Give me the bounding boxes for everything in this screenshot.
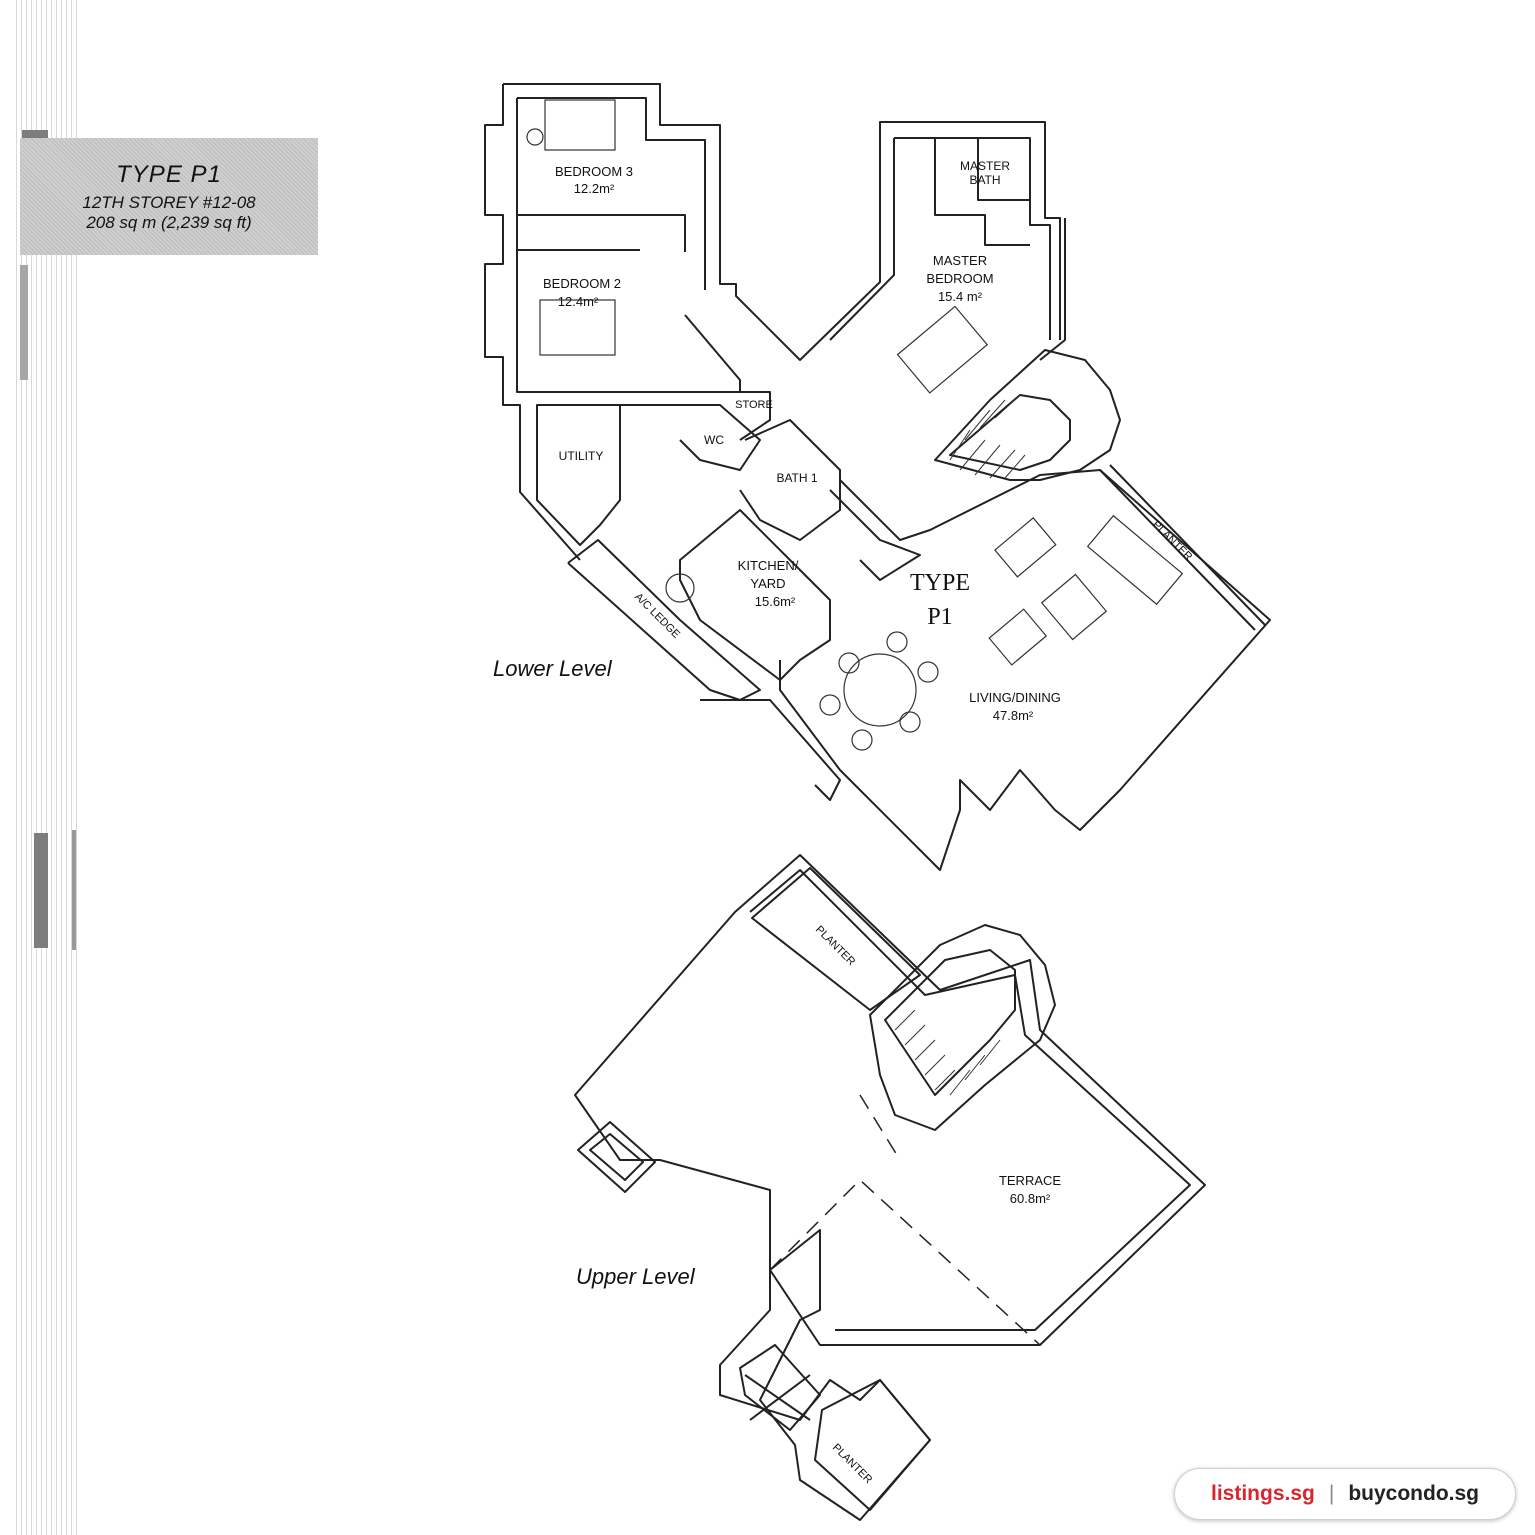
terrace-outline bbox=[574, 854, 1206, 1521]
sink-basin bbox=[526, 128, 544, 146]
room-kitchen-line2: YARD bbox=[750, 576, 785, 591]
armchair bbox=[994, 517, 1057, 578]
chair bbox=[917, 661, 939, 683]
upper-planter-1 bbox=[751, 867, 921, 1011]
stair-lower-outer bbox=[934, 349, 1121, 481]
room-master-bedroom-area: 15.4 m² bbox=[938, 289, 983, 304]
wall-master-bath bbox=[829, 138, 895, 341]
bed-bedroom2 bbox=[539, 299, 616, 356]
wall-bedroom3-south bbox=[517, 214, 686, 252]
wall-bedroom3 bbox=[503, 83, 1061, 361]
wall-ac-ledge bbox=[567, 539, 761, 701]
upper-box-cross2 bbox=[749, 1374, 811, 1421]
badge-separator: | bbox=[1328, 1482, 1335, 1505]
stair-lower-inner bbox=[949, 394, 1071, 471]
wall-master-inner2 bbox=[977, 138, 1030, 201]
chair bbox=[851, 729, 873, 751]
room-planter-lower: PLANTER bbox=[1150, 519, 1194, 563]
room-planter-upper-1: PLANTER bbox=[813, 924, 857, 968]
round-washer bbox=[665, 573, 695, 603]
strip-dark-band bbox=[20, 265, 28, 380]
unit-type: TYPE P1 bbox=[116, 160, 222, 188]
room-terrace-name: TERRACE bbox=[999, 1173, 1061, 1188]
badge-site2[interactable]: buycondo.sg bbox=[1348, 1482, 1479, 1505]
room-bedroom3-area: 12.2m² bbox=[574, 181, 615, 196]
terrace-dashed-1 bbox=[769, 1178, 1041, 1346]
chair bbox=[819, 694, 841, 716]
dining-table bbox=[843, 653, 917, 727]
bed-bedroom3 bbox=[544, 99, 616, 151]
wall-wc bbox=[620, 404, 761, 471]
upper-small-square bbox=[577, 1121, 656, 1193]
room-living-name: LIVING/DINING bbox=[969, 690, 1061, 705]
room-bedroom2-area: 12.4m² bbox=[558, 294, 599, 309]
terrace-inner bbox=[749, 869, 1191, 1331]
upper-planter-2 bbox=[814, 1379, 931, 1511]
chair bbox=[886, 631, 908, 653]
site-badge[interactable]: listings.sg | buycondo.sg bbox=[1174, 1468, 1516, 1520]
terrace-dashed-2 bbox=[859, 1094, 901, 1161]
stair-treads-lower bbox=[949, 394, 1026, 479]
strip-dark-band bbox=[34, 833, 48, 948]
room-kitchen-area: 15.6m² bbox=[755, 594, 796, 609]
wall-living bbox=[779, 469, 1271, 871]
wall-corridor-west bbox=[684, 314, 741, 392]
room-bedroom3-name: BEDROOM 3 bbox=[555, 164, 633, 179]
wall-master-east bbox=[1039, 218, 1066, 361]
room-master-bedroom-line1: MASTER bbox=[933, 253, 987, 268]
strip-dark-band bbox=[72, 830, 76, 950]
chair bbox=[899, 711, 921, 733]
wall-store bbox=[722, 391, 771, 441]
wall-lower-south bbox=[700, 699, 841, 801]
room-master-bath-line1: MASTER bbox=[960, 159, 1010, 173]
sofa bbox=[1086, 514, 1184, 606]
wall-master-bath-inner bbox=[934, 138, 1030, 246]
armchair bbox=[988, 608, 1048, 666]
wall-master bbox=[894, 137, 1051, 340]
upper-small-square-inner bbox=[589, 1133, 644, 1181]
badge-site1[interactable]: listings.sg bbox=[1211, 1482, 1315, 1505]
room-living-area: 47.8m² bbox=[993, 708, 1034, 723]
plan-type-line1: TYPE bbox=[910, 570, 970, 596]
room-terrace-area: 60.8m² bbox=[1010, 1191, 1051, 1206]
upper-box-cross1 bbox=[744, 1374, 811, 1421]
room-master-bath-line2: BATH bbox=[969, 173, 1000, 187]
wall-kitchen-yard bbox=[829, 489, 921, 581]
room-bedroom2-name: BEDROOM 2 bbox=[543, 276, 621, 291]
wall-planter bbox=[1099, 469, 1256, 631]
wall-planter-inner bbox=[1109, 464, 1266, 626]
chair bbox=[838, 652, 860, 674]
wall-bedroom2 bbox=[516, 98, 722, 393]
plan-type-line2: P1 bbox=[927, 604, 952, 630]
unit-area: 208 sq m (2,239 sq ft) bbox=[86, 212, 252, 232]
room-bath1: BATH 1 bbox=[776, 471, 817, 485]
bed-master bbox=[896, 305, 989, 394]
lower-level-label: Lower Level bbox=[493, 656, 613, 681]
room-kitchen-line1: KITCHEN/ bbox=[738, 558, 799, 573]
upper-box bbox=[739, 1344, 821, 1431]
room-utility: UTILITY bbox=[559, 449, 604, 463]
room-store: STORE bbox=[735, 399, 773, 411]
upper-level-label: Upper Level bbox=[576, 1264, 696, 1289]
wall-inner-line bbox=[517, 97, 706, 290]
room-master-bedroom-line2: BEDROOM bbox=[926, 271, 993, 286]
upper-stair-inner bbox=[884, 949, 1016, 1096]
stair-treads-upper bbox=[894, 1009, 1001, 1096]
wall-bedroom3-outer bbox=[484, 84, 581, 561]
unit-title-box: TYPE P1 12TH STOREY #12-08 208 sq m (2,2… bbox=[20, 138, 318, 255]
wall-kitchen bbox=[679, 509, 831, 681]
room-wc: WC bbox=[704, 433, 724, 447]
upper-stair-outer bbox=[869, 924, 1056, 1131]
unit-storey: 12TH STOREY #12-08 bbox=[82, 192, 256, 212]
coffee-table bbox=[1040, 573, 1108, 641]
wall-bath1 bbox=[739, 419, 841, 541]
